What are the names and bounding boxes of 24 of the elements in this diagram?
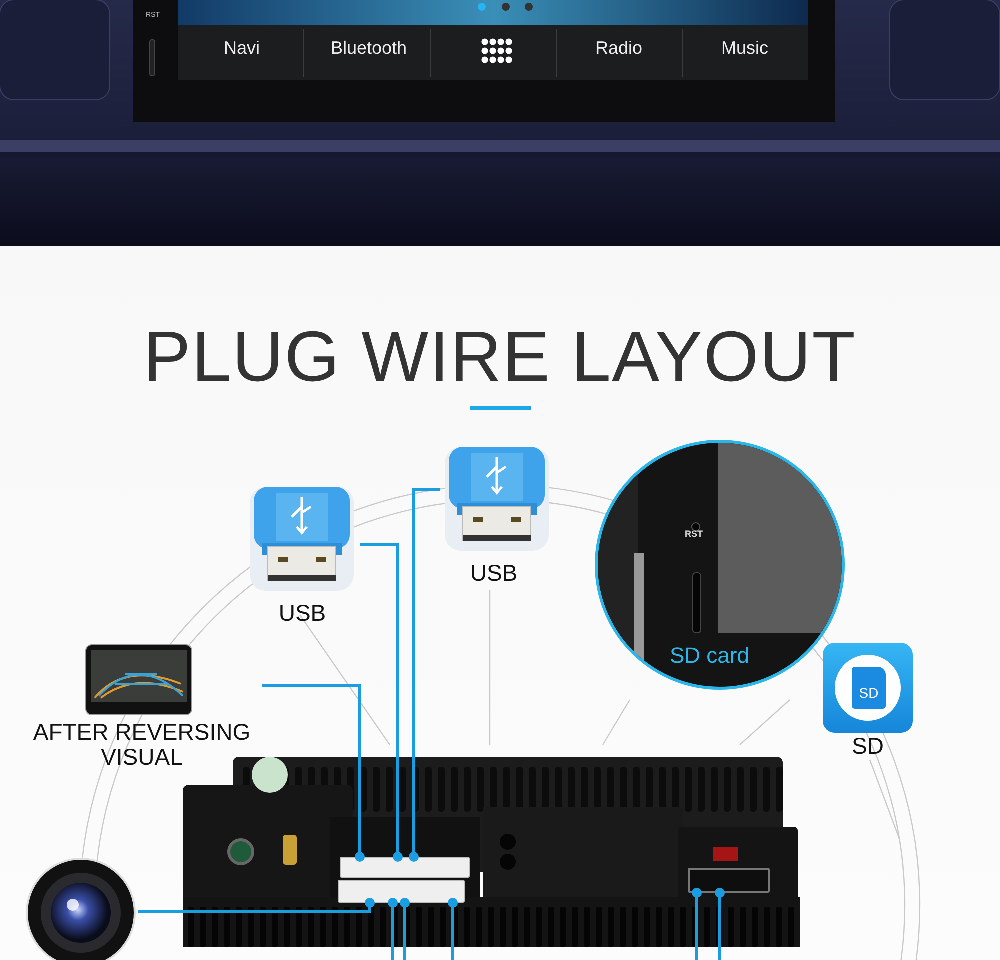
connector-wire [138,898,375,914]
node-label: SD [851,734,885,759]
connector-plug [340,857,470,878]
menu-item: Music [720,38,770,59]
card-text: SD [858,685,880,701]
node-label: AFTER REVERSING VISUAL [32,720,252,770]
connector-wire [262,684,365,862]
menu-item: Radio [594,38,644,59]
connector-wire [448,898,458,960]
page-title: PLUG WIRE LAYOUT [142,318,858,398]
connector-wire [388,898,398,960]
node-label: RST [684,529,704,539]
pin-connector [688,868,770,893]
menu-item: Bluetooth [330,38,408,59]
connector-wire [409,488,440,862]
menu-item: Navi [222,38,261,59]
connector-wire [692,888,702,960]
connector-plug [338,880,465,903]
node-label: USB [469,561,519,586]
node-label: USB [278,601,328,626]
connector-wire [360,544,403,862]
connector-wire [715,888,725,960]
node-label: SD card [670,643,750,669]
connector-wire [400,898,410,960]
